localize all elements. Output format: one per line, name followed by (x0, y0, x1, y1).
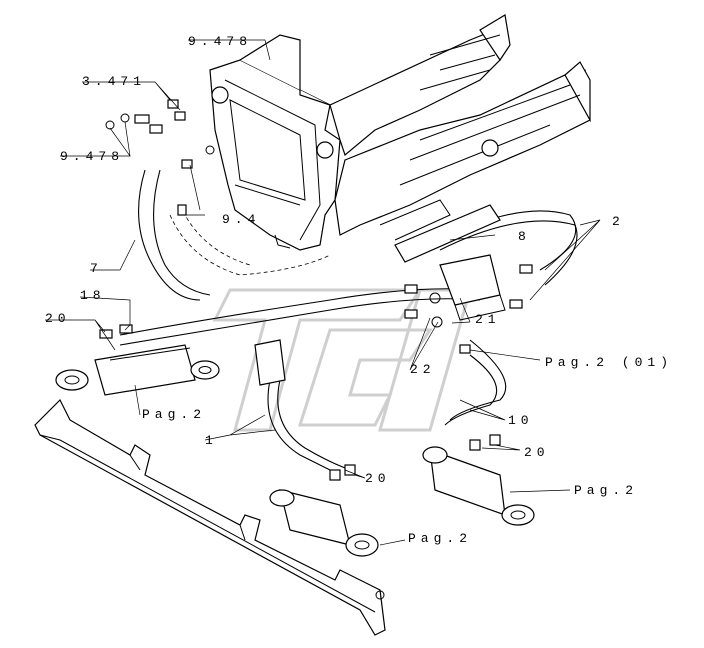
label-fitting-ref-mid: 9.4 (222, 212, 260, 227)
dozer-blade (34, 398, 386, 636)
label-page-ref-center: Pag.2 (408, 531, 472, 546)
label-fitting-20-right: 20 (524, 445, 550, 460)
label-fitting-22: 22 (410, 362, 436, 377)
hose-sleeves (254, 204, 501, 386)
label-fitting-20-left: 20 (45, 311, 71, 326)
label-hose-8: 8 (518, 229, 531, 244)
label-fitting-20-center: 20 (365, 471, 391, 486)
label-hose-1: 1 (205, 433, 218, 448)
label-fitting-21: 21 (475, 312, 501, 327)
callout-labels: 9.478 3.471 9.478 9.4 7 8 2 18 20 21 22 … (45, 34, 673, 546)
label-page-ref-01: Pag.2 (01) (545, 355, 673, 370)
cylinder-left (55, 344, 220, 396)
cylinder-center (269, 489, 379, 557)
label-hose-10: 10 (508, 413, 534, 428)
valve-block (439, 254, 506, 321)
label-fitting-ref: 3.471 (82, 74, 146, 89)
watermark-logo (212, 288, 472, 432)
label-hose-18: 18 (80, 288, 106, 303)
label-hose-2: 2 (612, 214, 625, 229)
label-fitting-ref-left: 9.478 (60, 149, 124, 164)
cylinder-right (422, 446, 535, 526)
label-frame-ref-top: 9.478 (188, 34, 252, 49)
leader-lines (45, 39, 601, 546)
fittings (99, 99, 533, 481)
label-page-ref-right: Pag.2 (574, 483, 638, 498)
label-hose-7: 7 (90, 261, 103, 276)
label-page-ref-left: Pag.2 (142, 407, 206, 422)
main-frame (209, 14, 591, 251)
